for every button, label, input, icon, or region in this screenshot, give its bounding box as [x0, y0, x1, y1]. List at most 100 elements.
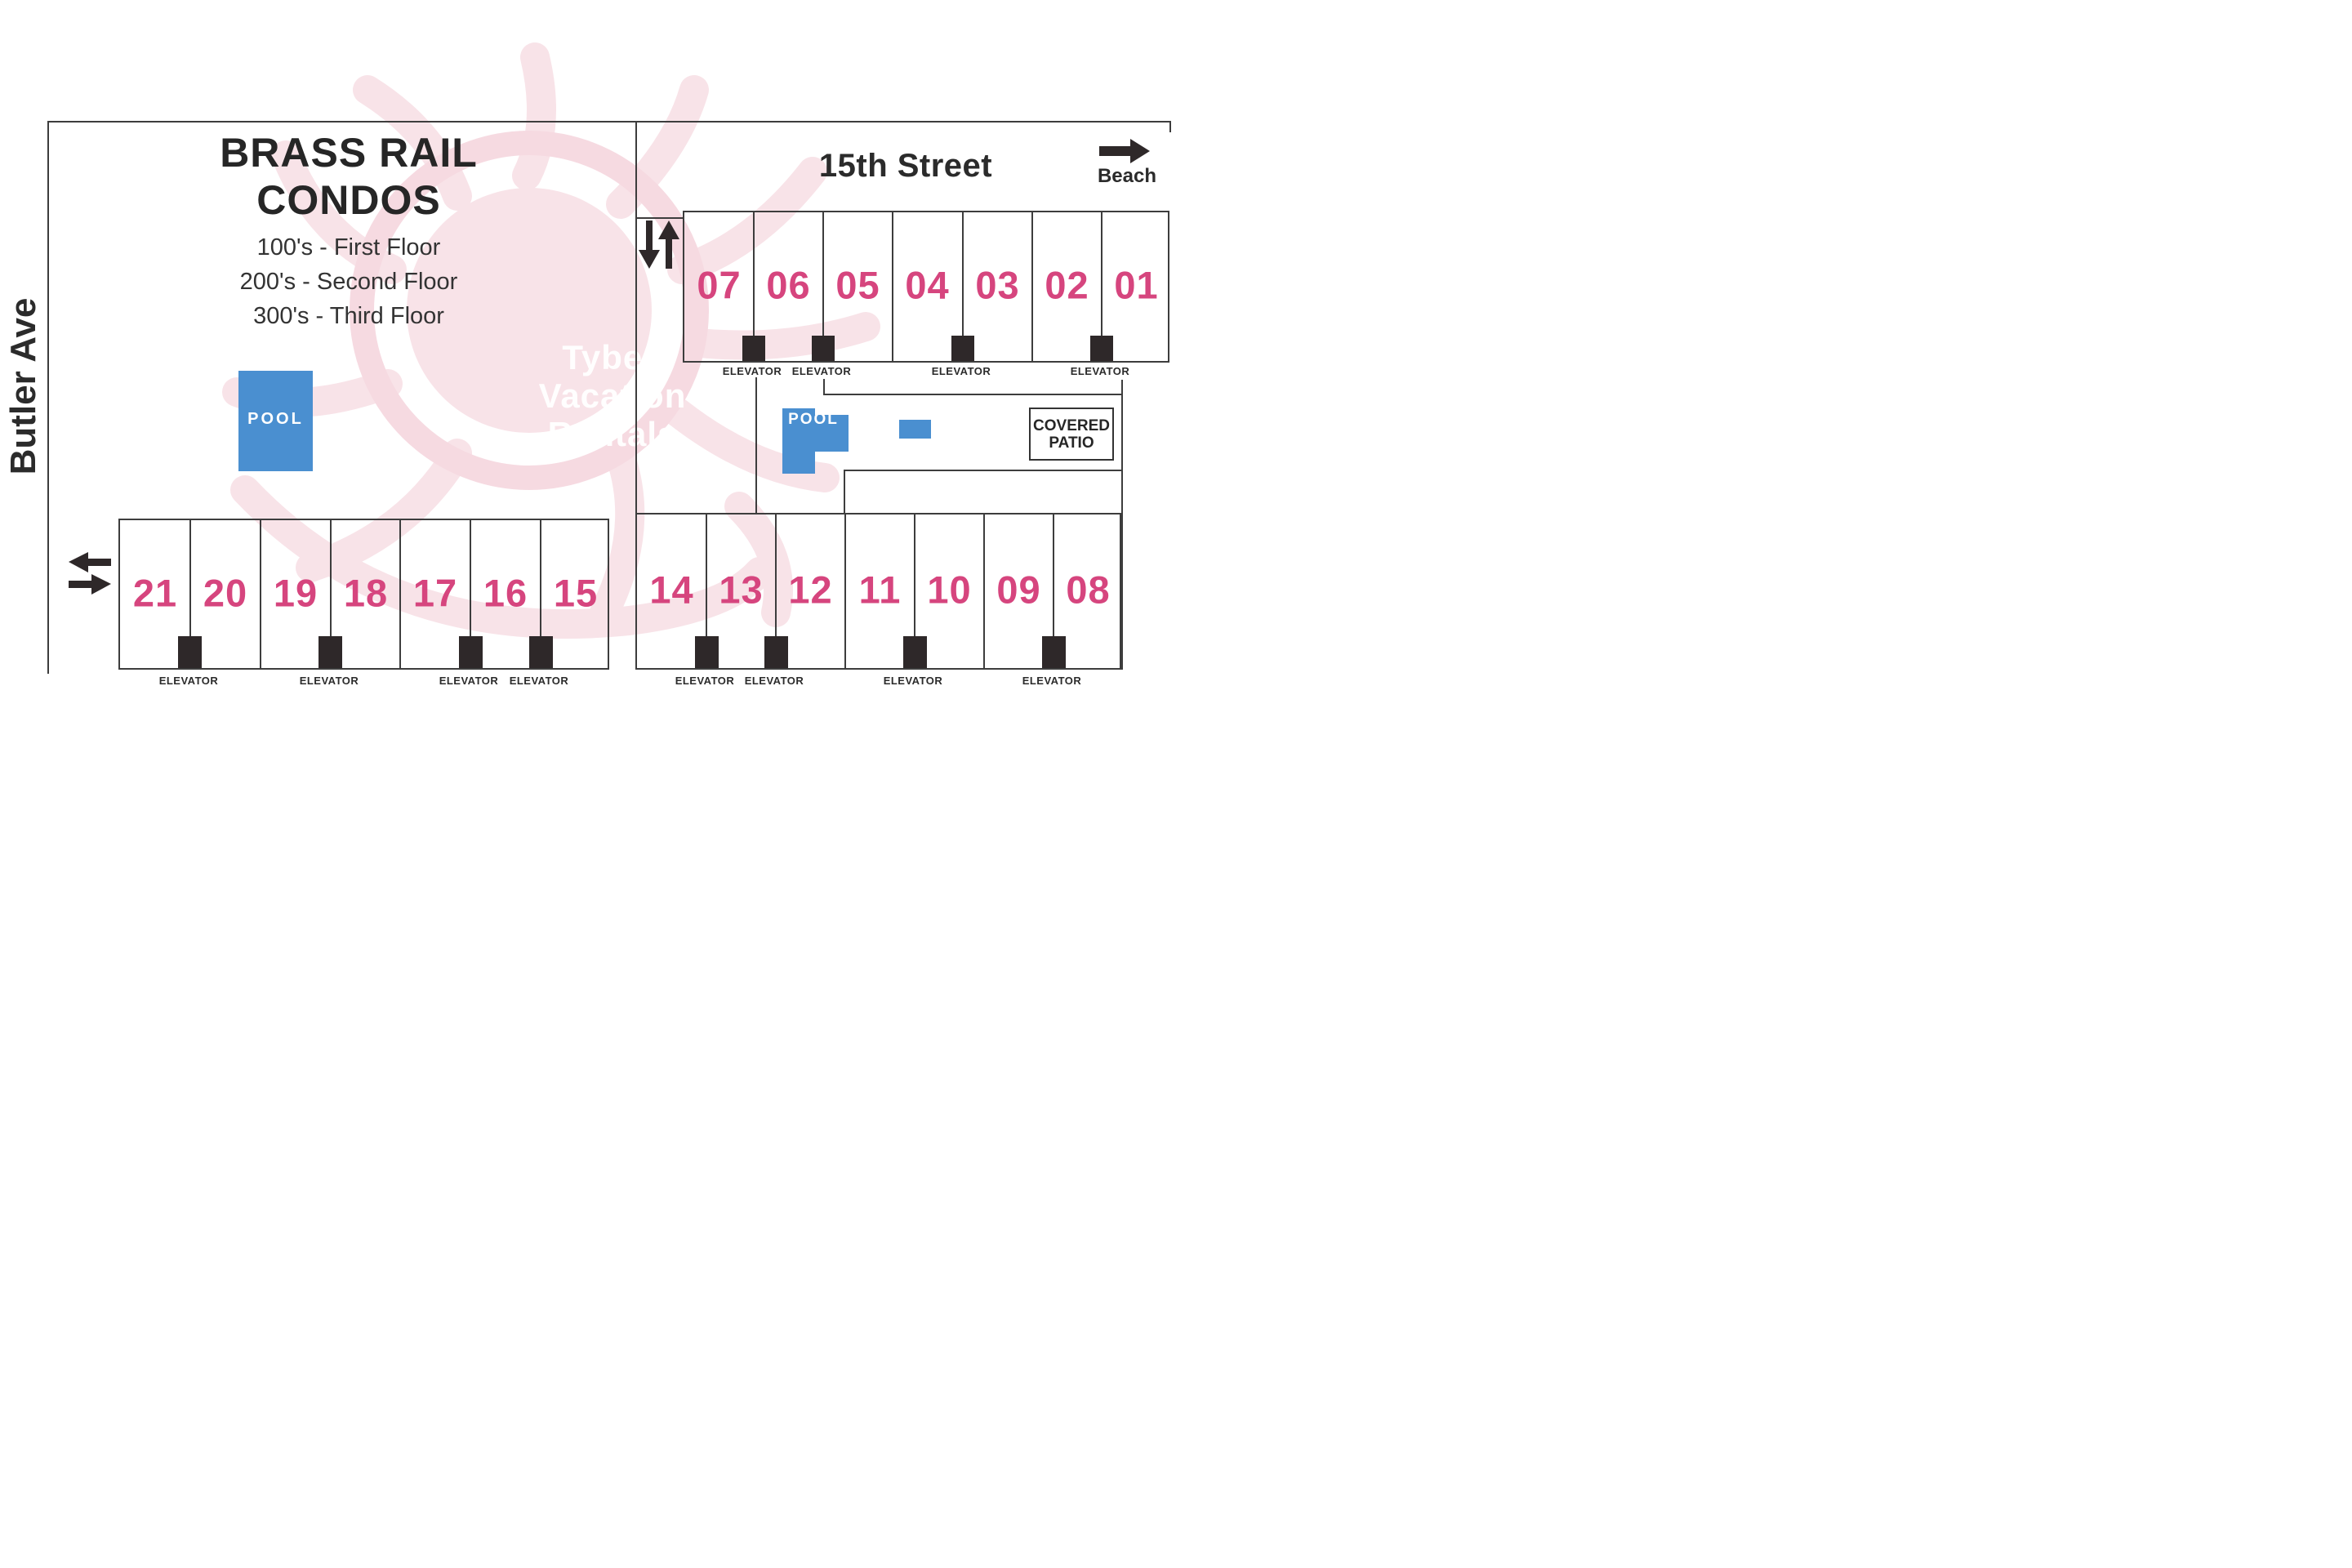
street-label-15th-street: 15th Street	[818, 148, 993, 184]
unit-02: 02	[1045, 263, 1089, 307]
unit-divider	[399, 520, 401, 668]
elevator-label: ELEVATOR	[675, 675, 735, 687]
beach-label: Beach	[1097, 165, 1157, 187]
unit-divider	[914, 514, 915, 668]
elevator-label: ELEVATOR	[931, 365, 991, 377]
map-title-line1: BRASS RAIL	[220, 130, 478, 176]
elevator-box	[178, 636, 202, 668]
elevator-label: ELEVATOR	[1070, 365, 1130, 377]
unit-14: 14	[649, 568, 694, 612]
watermark-line: Vacation	[538, 376, 687, 415]
east-boundary-line	[1121, 380, 1123, 670]
elevator-box	[318, 636, 342, 668]
courtyard-pool-label: POOL	[788, 411, 839, 428]
unit-divider	[470, 520, 471, 668]
north-boundary-end-tick	[1169, 121, 1171, 132]
elevator-box	[459, 636, 483, 668]
elevator-label: ELEVATOR	[1022, 675, 1082, 687]
unit-07: 07	[697, 263, 742, 307]
courtyard-left-line	[755, 377, 757, 514]
unit-08: 08	[1066, 568, 1111, 612]
unit-divider	[330, 520, 332, 668]
floor-legend-item: 100's - First Floor	[256, 234, 441, 261]
unit-divider	[189, 520, 191, 668]
elevator-label: ELEVATOR	[158, 675, 219, 687]
unit-16: 16	[483, 570, 528, 614]
unit-divider	[753, 212, 755, 361]
entry-corridor-line	[635, 121, 637, 514]
west-entry-arrows-icon	[69, 552, 111, 595]
unit-21: 21	[132, 570, 178, 614]
west-boundary-line	[47, 121, 49, 674]
elevator-label: ELEVATOR	[509, 675, 569, 687]
unit-divider	[1031, 212, 1033, 361]
street-label-butler-ave: Butler Ave	[3, 297, 43, 475]
walkway-step-corner	[844, 470, 845, 514]
courtyard-pool-wing	[815, 415, 849, 452]
unit-05: 05	[835, 263, 880, 307]
courtyard-stub-line	[823, 379, 825, 395]
building-southeast: 14 13 12 11 10 09 08	[635, 513, 1121, 670]
unit-divider	[1053, 514, 1054, 668]
elevator-label: ELEVATOR	[744, 675, 804, 687]
unit-divider	[892, 212, 893, 361]
elevator-box	[695, 636, 719, 668]
unit-04: 04	[905, 263, 950, 307]
elevator-box	[903, 636, 927, 668]
unit-divider	[706, 514, 707, 668]
unit-10: 10	[927, 568, 972, 612]
covered-patio: COVERED PATIO	[1029, 408, 1114, 461]
unit-06: 06	[766, 263, 811, 307]
covered-patio-label-line2: PATIO	[1049, 434, 1094, 452]
elevator-box	[1042, 636, 1066, 668]
unit-11: 11	[858, 568, 902, 612]
unit-19: 19	[273, 570, 318, 614]
elevator-label: ELEVATOR	[439, 675, 499, 687]
spa-square	[899, 420, 931, 439]
unit-18: 18	[343, 570, 389, 614]
courtyard-pool	[782, 408, 815, 474]
entry-arrows-icon	[639, 220, 679, 269]
unit-17: 17	[412, 570, 458, 614]
elevator-label: ELEVATOR	[722, 365, 782, 377]
elevator-box	[742, 336, 765, 361]
unit-divider	[844, 514, 846, 668]
elevator-label: ELEVATOR	[883, 675, 943, 687]
elevator-label: ELEVATOR	[299, 675, 359, 687]
floor-legend-item: 200's - Second Floor	[239, 269, 458, 295]
courtyard-top-line	[823, 394, 1123, 395]
covered-patio-label-line1: COVERED	[1033, 416, 1110, 434]
elevator-box	[529, 636, 553, 668]
unit-divider	[822, 212, 824, 361]
site-map: Tybee Vacation Rentals BRASS RAIL CONDOS…	[0, 0, 1176, 784]
watermark-line: Rentals	[547, 415, 678, 453]
elevator-box	[951, 336, 974, 361]
north-boundary-line	[47, 121, 1171, 122]
floor-legend: 100's - First Floor 200's - Second Floor…	[198, 230, 500, 333]
unit-03: 03	[975, 263, 1020, 307]
unit-divider	[540, 520, 541, 668]
unit-15: 15	[553, 570, 599, 614]
walkway-step-line	[844, 470, 1123, 471]
floor-legend-item: 300's - Third Floor	[253, 303, 444, 329]
unit-divider	[775, 514, 777, 668]
unit-divider	[983, 514, 985, 668]
watermark-line: Tybee	[562, 338, 663, 376]
unit-12: 12	[788, 568, 833, 612]
unit-13: 13	[719, 568, 764, 612]
unit-09: 09	[996, 568, 1041, 612]
watermark-text: Tybee Vacation Rentals	[457, 338, 768, 453]
elevator-label: ELEVATOR	[791, 365, 852, 377]
map-title-block: BRASS RAIL CONDOS 100's - First Floor 20…	[198, 129, 500, 333]
elevator-box	[1090, 336, 1113, 361]
unit-01: 01	[1114, 263, 1159, 307]
building-southwest: 21 20 19 18 17 16 15	[118, 519, 609, 670]
unit-divider	[962, 212, 964, 361]
entry-corridor-notch	[635, 217, 684, 219]
unit-divider	[260, 520, 261, 668]
elevator-box	[812, 336, 835, 361]
elevator-box	[764, 636, 788, 668]
west-pool	[238, 371, 313, 471]
unit-20: 20	[203, 570, 248, 614]
unit-divider	[1101, 212, 1102, 361]
